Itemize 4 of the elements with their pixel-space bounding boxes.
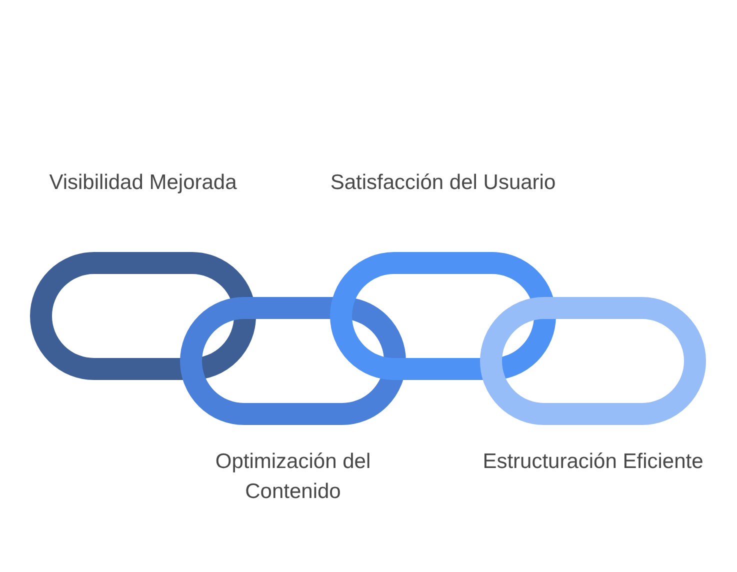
link-label: Satisfacción del Usuario xyxy=(329,170,557,196)
link-label: Estructuración Eficiente xyxy=(482,449,704,475)
link-label: Optimización del Contenido xyxy=(214,449,372,505)
link-label: Visibilidad Mejorada xyxy=(48,170,238,196)
